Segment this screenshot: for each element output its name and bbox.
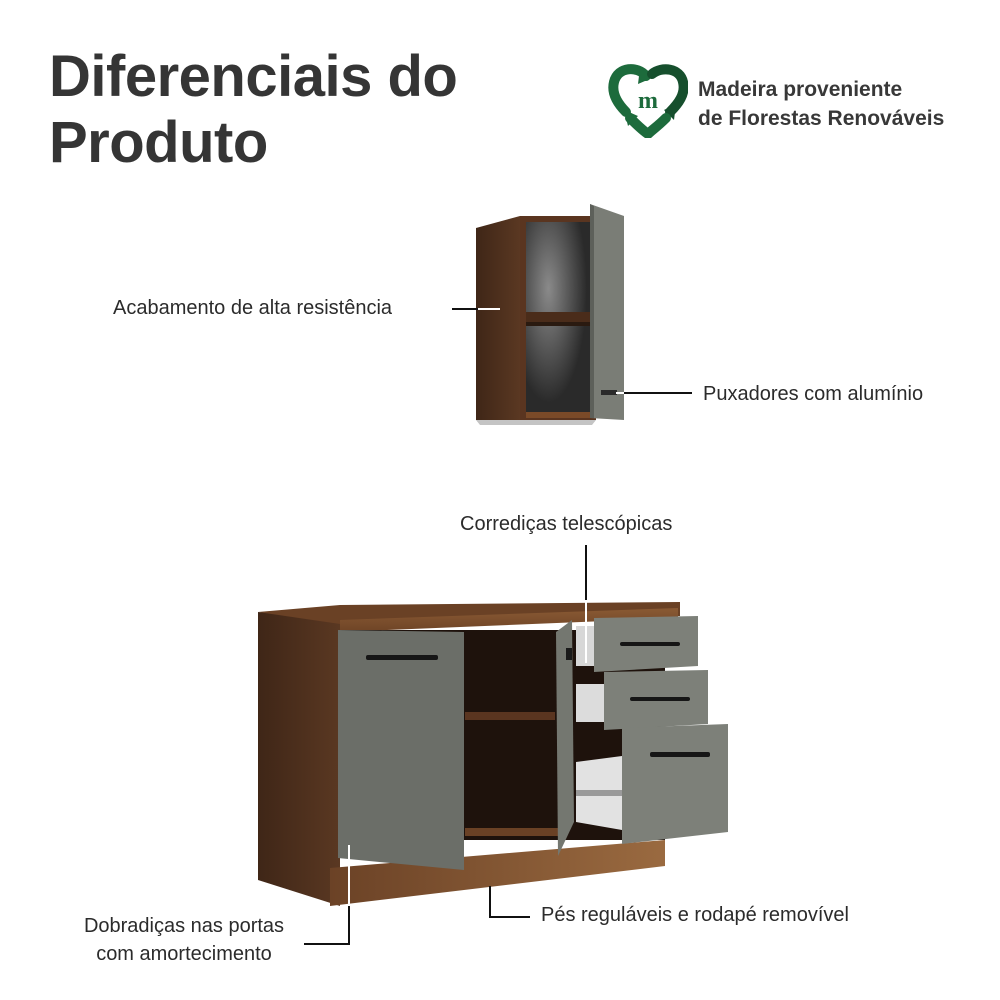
certification-line-1: Madeira proveniente — [698, 77, 903, 101]
title-line-1: Diferenciais do — [49, 44, 458, 109]
wall-cabinet-image — [476, 204, 624, 425]
callout-hinges: Dobradiças nas portas com amortecimento — [64, 912, 304, 968]
svg-text:m: m — [638, 88, 658, 114]
callout-slides: Corrediças telescópicas — [460, 513, 673, 535]
callout-hinges-line-1: Dobradiças nas portas — [83, 915, 285, 937]
certification-text: Madeira proveniente de Florestas Renováv… — [698, 75, 944, 133]
base-cabinet-image — [258, 602, 728, 906]
title-line-2: Produto — [49, 110, 268, 175]
callout-feet: Pés reguláveis e rodapé removível — [541, 904, 849, 926]
callout-lines — [304, 308, 692, 945]
callout-handles: Puxadores com alumínio — [703, 383, 924, 405]
certification-line-2: de Florestas Renováveis — [698, 106, 945, 130]
page-title: Diferenciais do Produto — [49, 44, 458, 176]
callout-finish: Acabamento de alta resistência — [113, 297, 393, 319]
certification-badge: m Madeira proveniente de Florestas Renov… — [608, 64, 944, 143]
callout-hinges-line-2: com amortecimento — [96, 943, 272, 965]
recycle-heart-m-icon: m — [608, 64, 689, 143]
